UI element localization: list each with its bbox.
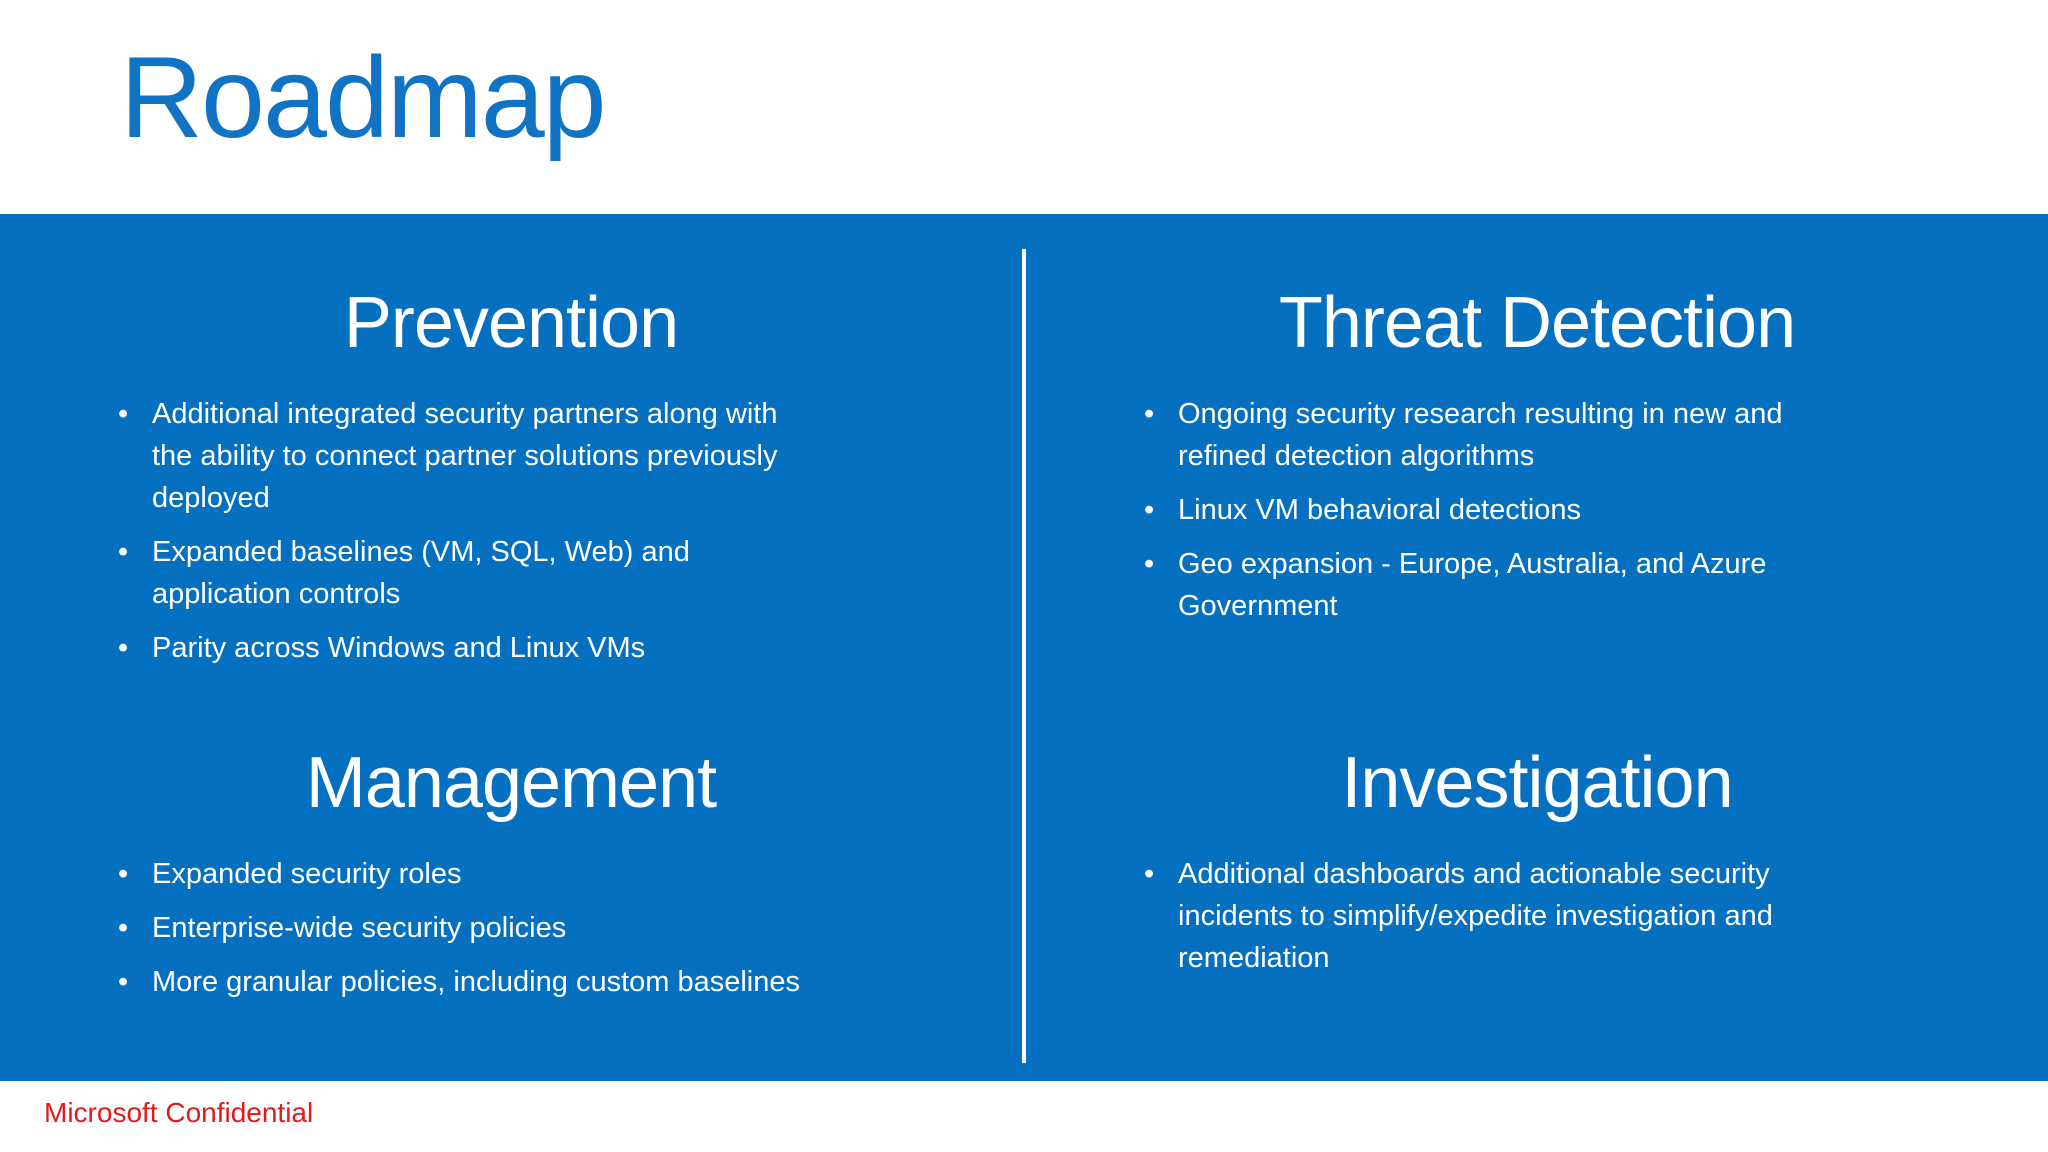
slide-title: Roadmap bbox=[120, 34, 607, 162]
bullet-item: Linux VM behavioral detections bbox=[1144, 489, 2038, 531]
bullet-item: Geo expansion - Europe, Australia, and A… bbox=[1144, 543, 2038, 627]
left-column: Prevention Additional integrated securit… bbox=[0, 214, 1022, 1081]
bullet-item: Additional integrated security partners … bbox=[118, 393, 1012, 519]
bullet-item: Additional dashboards and actionable sec… bbox=[1144, 853, 2038, 979]
section-heading-threat-detection: Threat Detection bbox=[1278, 283, 1796, 363]
bullet-list-management: Expanded security roles Enterprise-wide … bbox=[0, 853, 1022, 1003]
bullet-item: Expanded security roles bbox=[118, 853, 1012, 895]
section-threat-detection: Threat Detection Ongoing security resear… bbox=[1026, 214, 2048, 744]
vertical-divider bbox=[1022, 249, 1026, 1063]
bullet-item: Enterprise-wide security policies bbox=[118, 907, 1012, 949]
section-prevention: Prevention Additional integrated securit… bbox=[0, 214, 1022, 744]
bullet-list-investigation: Additional dashboards and actionable sec… bbox=[1026, 853, 2048, 979]
bullet-list-prevention: Additional integrated security partners … bbox=[0, 393, 1022, 669]
footer-confidential-label: Microsoft Confidential bbox=[44, 1097, 314, 1128]
section-heading-investigation: Investigation bbox=[1341, 743, 1733, 823]
bullet-item: More granular policies, including custom… bbox=[118, 961, 1012, 1003]
section-investigation: Investigation Additional dashboards and … bbox=[1026, 743, 2048, 1081]
bullet-list-threat-detection: Ongoing security research resulting in n… bbox=[1026, 393, 2048, 627]
content-panel: Prevention Additional integrated securit… bbox=[0, 214, 2048, 1081]
section-heading-management: Management bbox=[305, 743, 717, 823]
right-column: Threat Detection Ongoing security resear… bbox=[1026, 214, 2048, 1081]
bullet-item: Ongoing security research resulting in n… bbox=[1144, 393, 2038, 477]
bullet-item: Expanded baselines (VM, SQL, Web) and ap… bbox=[118, 531, 1012, 615]
bullet-item: Parity across Windows and Linux VMs bbox=[118, 627, 1012, 669]
section-heading-prevention: Prevention bbox=[343, 283, 679, 363]
section-management: Management Expanded security roles Enter… bbox=[0, 743, 1022, 1081]
